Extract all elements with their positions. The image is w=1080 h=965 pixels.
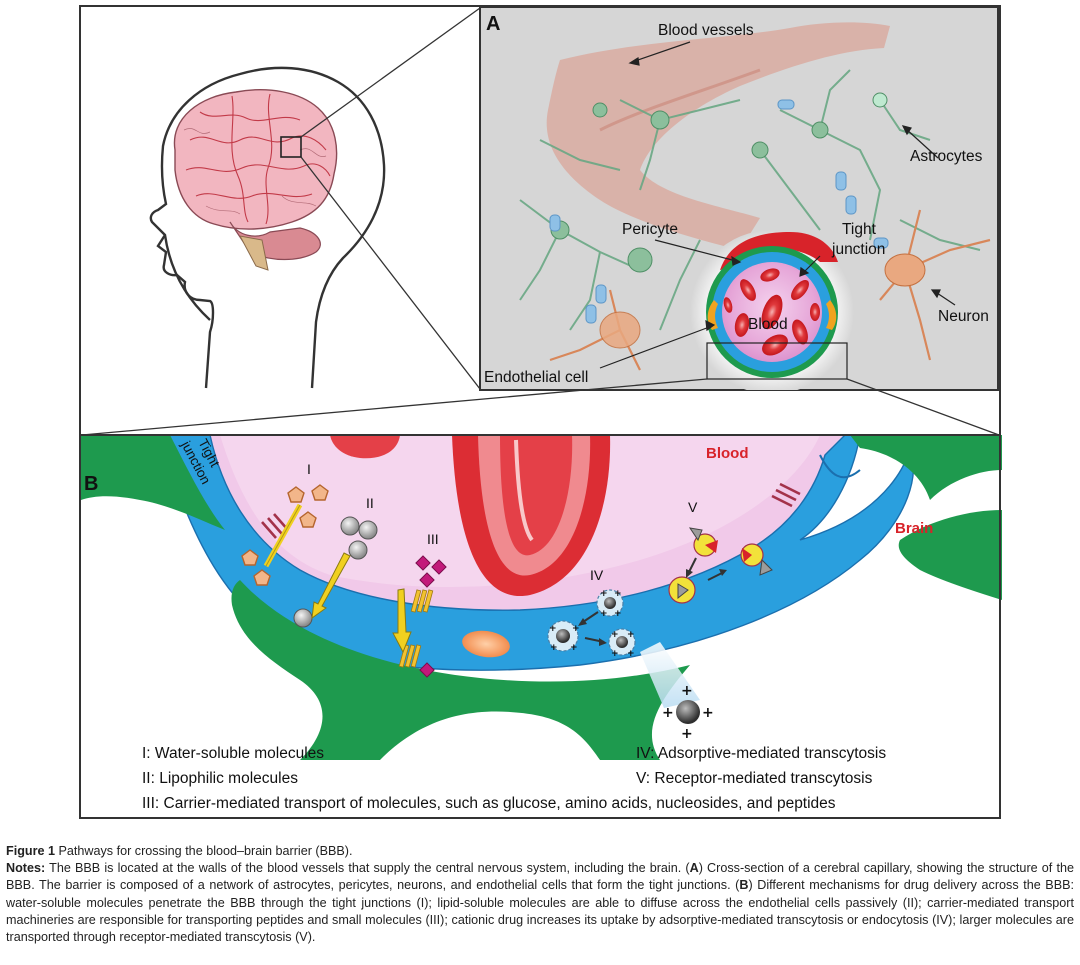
pericyte-cap bbox=[720, 232, 838, 270]
svg-text:+: + bbox=[681, 683, 693, 699]
route-iv-label: IV bbox=[590, 567, 604, 583]
astrocyte-endfeet bbox=[549, 99, 889, 324]
water-soluble-molecules bbox=[241, 484, 329, 586]
head-silhouette bbox=[149, 66, 386, 389]
zoom-line-bottom bbox=[300, 156, 481, 390]
caption-b-ref: B bbox=[739, 878, 749, 893]
zoom-line-b-left bbox=[81, 378, 708, 436]
endothelial-nucleus bbox=[462, 630, 510, 658]
panel-b-border bbox=[79, 434, 1001, 819]
legend-iv: IV: Adsorptive-mediated transcytosis bbox=[636, 745, 886, 762]
caption-notes-label: Notes: bbox=[6, 861, 46, 876]
astrocyte-foot-right bbox=[850, 435, 1002, 500]
svg-text:+: + bbox=[570, 643, 578, 653]
legend-v: V: Receptor-mediated transcytosis bbox=[636, 770, 873, 787]
label-blood-vessels: Blood vessels bbox=[658, 22, 754, 39]
blood-vessel-shape bbox=[546, 22, 890, 250]
svg-text:+: + bbox=[600, 609, 608, 619]
legend-ii: II: Lipophilic molecules bbox=[142, 770, 298, 787]
label-blood-b: Blood bbox=[706, 445, 749, 462]
svg-text:+: + bbox=[681, 726, 693, 742]
label-pericyte: Pericyte bbox=[622, 221, 678, 238]
red-blood-cells bbox=[723, 268, 820, 356]
carrier-proteins bbox=[398, 589, 434, 668]
svg-text:+: + bbox=[611, 649, 619, 659]
svg-text:+: + bbox=[549, 624, 557, 634]
caption-notes-part2: ) Cross-section of a cerebral capillary,… bbox=[6, 861, 1074, 893]
neuron-cells bbox=[549, 209, 991, 371]
caption-title-line: Figure 1 Pathways for crossing the blood… bbox=[6, 843, 1074, 860]
astrocyte-network bbox=[519, 69, 981, 331]
caption-notes: Notes: The BBB is located at the walls o… bbox=[6, 860, 1074, 946]
label-endothelial-cell: Endothelial cell bbox=[484, 369, 588, 386]
release-beam bbox=[640, 642, 700, 708]
label-blood: Blood bbox=[748, 316, 788, 333]
zoom-line-b-right bbox=[846, 378, 1000, 436]
svg-text:+: + bbox=[600, 589, 608, 599]
carrier-molecules bbox=[415, 555, 447, 678]
zoom-region-box bbox=[280, 136, 302, 158]
caption-notes-part1: The BBB is located at the walls of the b… bbox=[49, 861, 690, 876]
label-leader-lines bbox=[599, 41, 956, 369]
endothelial-layer bbox=[159, 435, 915, 671]
panel-b: + + + + + + + + + + + + + + + + bbox=[79, 434, 1002, 819]
label-neuron: Neuron bbox=[938, 308, 989, 325]
astrocyte-bodies bbox=[550, 92, 888, 273]
large-red-blood-cell bbox=[452, 435, 611, 597]
red-blood-cell-top bbox=[330, 435, 400, 459]
zoom-line-top bbox=[300, 7, 481, 138]
face-profile bbox=[156, 234, 215, 389]
adsorptive-vesicles: + + + + + + + + + + + + bbox=[547, 589, 636, 659]
caption-figure-label: Figure 1 bbox=[6, 844, 55, 858]
svg-text:+: + bbox=[702, 705, 714, 721]
route-i-label: I bbox=[307, 461, 311, 477]
svg-text:+: + bbox=[550, 643, 558, 653]
svg-text:+: + bbox=[614, 589, 622, 599]
label-astrocytes: Astrocytes bbox=[910, 148, 983, 165]
panel-a-letter: A bbox=[486, 13, 500, 35]
route-ii-label: II bbox=[366, 495, 374, 511]
svg-text:+: + bbox=[662, 705, 674, 721]
svg-text:+: + bbox=[614, 609, 622, 619]
svg-text:+: + bbox=[627, 649, 635, 659]
astrocyte-foot-bottom bbox=[231, 580, 690, 760]
brain-illustration bbox=[173, 89, 338, 271]
label-tight-junction-line2: junction bbox=[831, 241, 885, 258]
svg-text:+: + bbox=[611, 630, 619, 640]
svg-text:+: + bbox=[572, 624, 580, 634]
route-iii-arrow bbox=[392, 588, 412, 654]
panel-b-letter: B bbox=[84, 473, 98, 495]
legend-i: I: Water-soluble molecules bbox=[142, 745, 324, 762]
route-ii-arrow bbox=[311, 552, 351, 620]
svg-text:+: + bbox=[627, 630, 635, 640]
label-brain-b: Brain bbox=[895, 520, 933, 537]
panel-a: A Blood vessels Astrocytes Pericyte Tigh… bbox=[479, 6, 999, 391]
astrocyte-foot-left bbox=[81, 435, 225, 530]
legend-iii: III: Carrier-mediated transport of molec… bbox=[142, 795, 836, 812]
route-iii-label: III bbox=[427, 531, 439, 547]
bbb-figure: A Blood vessels Astrocytes Pericyte Tigh… bbox=[79, 5, 1002, 819]
label-tight-junction-line1: Tight bbox=[842, 221, 877, 238]
panel-b-zoom-box bbox=[706, 342, 848, 380]
caption-title: Pathways for crossing the blood–brain ba… bbox=[58, 844, 353, 858]
caption-notes-part3: ) Different mechanisms for drug delivery… bbox=[6, 878, 1074, 945]
receptor-complexes bbox=[668, 527, 773, 604]
cationic-drug: + + + + bbox=[662, 683, 714, 742]
astrocyte-foot-right-lower bbox=[898, 510, 1002, 600]
caption-a-ref: A bbox=[689, 861, 699, 876]
figure-caption: Figure 1 Pathways for crossing the blood… bbox=[6, 843, 1074, 946]
lipophilic-molecules bbox=[293, 516, 378, 628]
route-v-label: V bbox=[688, 499, 698, 515]
head-illustration bbox=[149, 7, 481, 390]
